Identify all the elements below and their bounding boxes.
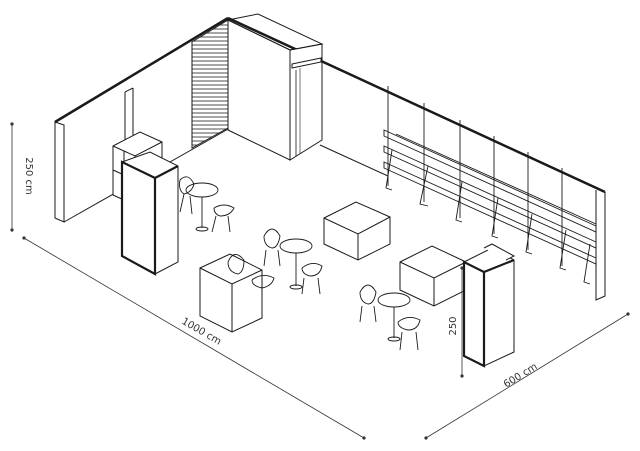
- display-cube-center: [323, 201, 391, 261]
- reception-counter: [199, 253, 263, 333]
- table-group-3: [359, 284, 421, 351]
- table-group-1: [179, 176, 235, 233]
- wall-height-label: 250 cm: [23, 157, 34, 195]
- width-label: 600 cm: [502, 361, 540, 390]
- storage-room: [226, 13, 324, 161]
- dimension-height: [10, 122, 14, 232]
- dimension-column-height: [460, 266, 464, 378]
- dimension-length: [22, 236, 366, 440]
- shelving-panels: [383, 86, 597, 285]
- column-height-label: 250: [448, 316, 459, 335]
- display-column-left: [120, 151, 179, 276]
- dimension-width: [424, 312, 630, 440]
- table-group-2: [227, 228, 323, 295]
- display-column-right: [462, 243, 516, 368]
- display-cube-right: [399, 245, 467, 307]
- slatwall-panel: [191, 19, 229, 149]
